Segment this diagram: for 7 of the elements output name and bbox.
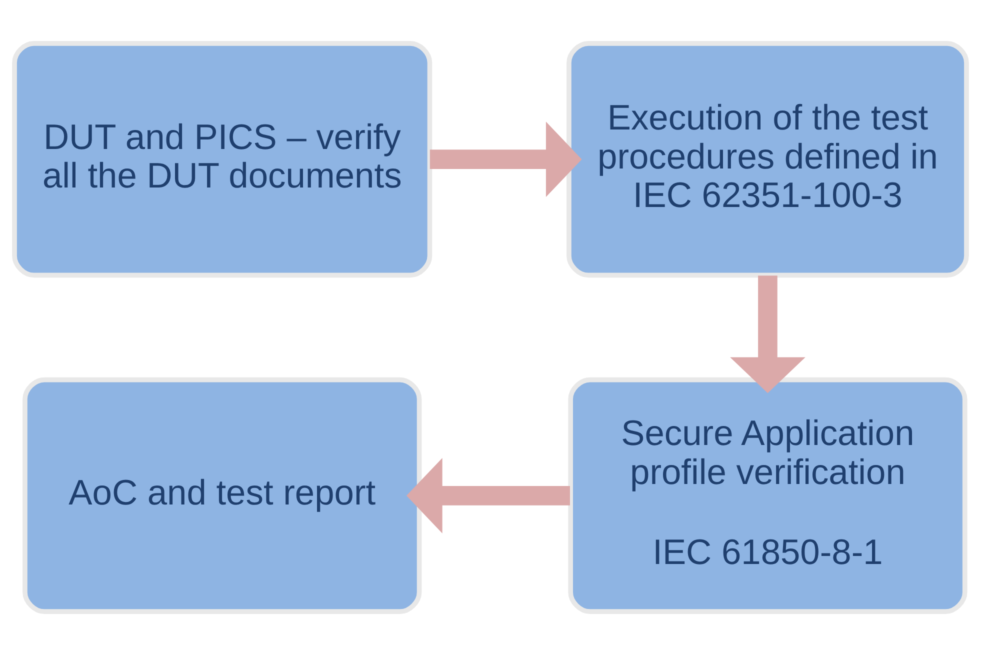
node-box: Execution of the test procedures defined in IEC 62351-100-3 <box>566 40 969 278</box>
arrow <box>406 458 570 533</box>
node-box: DUT and PICS – verify all the DUT documents <box>12 40 432 278</box>
node-box: Secure Application profile verification IEC 61850-8-1 <box>568 376 968 614</box>
arrow <box>430 121 582 196</box>
arrow <box>730 275 806 393</box>
node-box: AoC and test report <box>22 376 422 614</box>
